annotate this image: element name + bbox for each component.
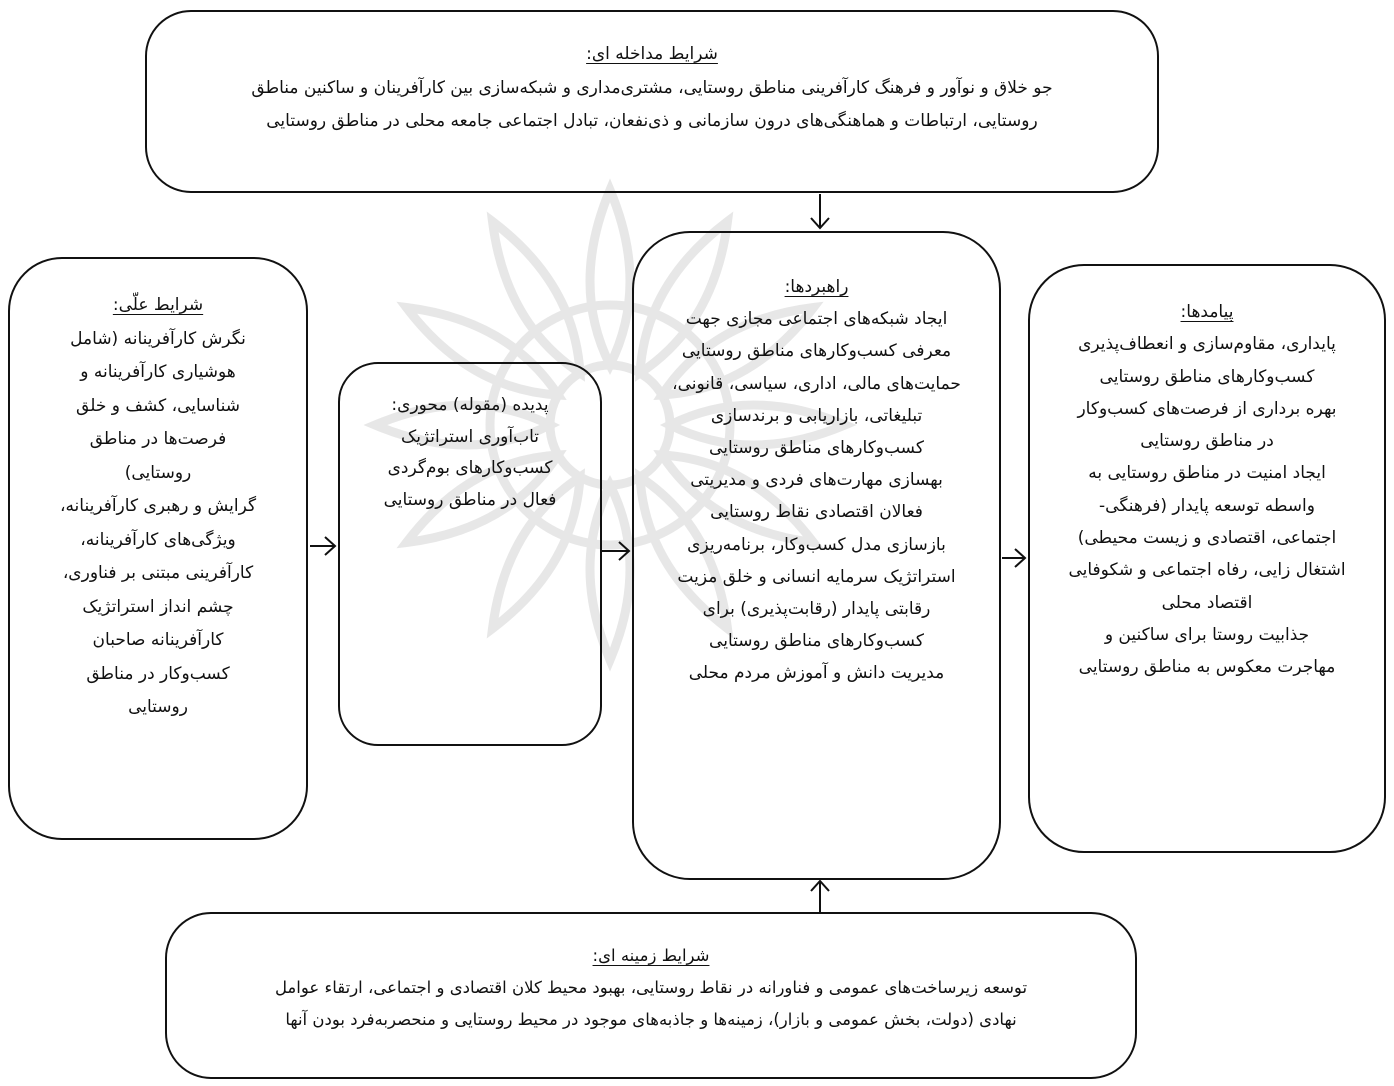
strategies-line: معرفی کسب‌وکارهای مناطق روستایی [681, 341, 952, 362]
strategies-line: حمایت‌های مالی، اداری، سیاسی، قانونی، [672, 373, 961, 394]
intervening-conditions-line: روستایی، ارتباطات و هماهنگی‌های درون ساز… [266, 111, 1038, 131]
causal-conditions-line: هوشیاری کارآفرینانه و [80, 362, 236, 382]
causal-conditions-line: گرایش و رهبری کارآفرینانه، [59, 496, 257, 516]
arrow-strategies-to-outcomes [1002, 548, 1027, 568]
causal-conditions-line: شناسایی، کشف و خلق [76, 395, 240, 416]
outcomes-line: مهاجرت معکوس به مناطق روستایی [1078, 657, 1336, 678]
outcomes-line: بهره برداری از فرصت‌های کسب‌وکار [1077, 398, 1337, 419]
intervening-conditions-box: شرایط مداخله ای: جو خلاق و نوآور و فرهنگ… [145, 10, 1159, 193]
causal-conditions-box: شرایط علّی: نگرش کارآفرینانه (شامل هوشیا… [8, 257, 308, 840]
contextual-conditions-title: شرایط زمینه ای: [592, 946, 710, 965]
strategies-line: تبلیغاتی، بازاریابی و برندسازی [710, 405, 923, 426]
strategies-line: رقابتی پایدار (رقابت‌پذیری) برای [702, 599, 931, 620]
causal-conditions-line: چشم انداز استراتژیک [82, 596, 234, 617]
strategies-box: راهبردها: ایجاد شبکه‌های اجتماعی مجازی ج… [632, 231, 1001, 880]
outcomes-box: پیامدها: پایداری، مقاوم‌سازی و انعطاف‌پذ… [1028, 264, 1386, 853]
causal-conditions-line: روستایی [128, 697, 188, 717]
outcomes-line: ایجاد امنیت در مناطق روستایی به [1088, 463, 1326, 484]
strategies-line: فعالان اقتصادی نقاط روستایی [710, 502, 923, 523]
outcomes-line: جذابیت روستا برای ساکنین و [1104, 624, 1310, 645]
contextual-conditions-line: نهادی (دولت، بخش عمومی و بازار)، زمینه‌ه… [285, 1010, 1017, 1029]
causal-conditions-line: ویژگی‌های کارآفرینانه، [80, 529, 236, 550]
strategies-line: کسب‌وکارهای مناطق روستایی [709, 631, 924, 652]
contextual-conditions-box: شرایط زمینه ای: توسعه زیرساخت‌های عمومی … [165, 912, 1137, 1079]
central-phenomenon-box: پدیده (مقوله) محوری: تاب‌آوری استراتژیک … [338, 362, 602, 746]
central-phenomenon-line: تاب‌آوری استراتژیک [400, 426, 540, 447]
strategies-line: مدیریت دانش و آموزش مردم محلی [688, 663, 945, 684]
causal-conditions-line: فرصت‌ها در مناطق [89, 429, 227, 449]
causal-conditions-line: نگرش کارآفرینانه (شامل [70, 328, 246, 349]
outcomes-line: اشتغال زایی، رفاه اجتماعی و شکوفایی [1068, 560, 1346, 581]
strategies-line: ایجاد شبکه‌های اجتماعی مجازی جهت [685, 309, 948, 330]
arrow-causal-to-phenomenon [310, 536, 337, 556]
causal-conditions-title: شرایط علّی: [112, 295, 204, 315]
strategies-title: راهبردها: [784, 277, 849, 297]
central-phenomenon-line: کسب‌وکارهای بوم‌گردی [387, 458, 553, 478]
strategies-line: کسب‌وکارهای مناطق روستایی [709, 438, 924, 459]
causal-conditions-line: روستایی) [124, 462, 192, 483]
outcomes-line: واسطه توسعه پایدار (فرهنگی- [1099, 495, 1315, 516]
outcomes-line: پایداری، مقاوم‌سازی و انعطاف‌پذیری [1078, 334, 1336, 355]
central-phenomenon-line: فعال در مناطق روستایی [383, 489, 557, 510]
arrow-phenomenon-to-strategies [602, 541, 631, 561]
outcomes-line: اقتصاد محلی [1161, 592, 1253, 613]
central-phenomenon-title: پدیده (مقوله) محوری: [391, 395, 549, 415]
strategies-line: بازسازی مدل کسب‌وکار، برنامه‌ریزی [687, 534, 946, 555]
outcomes-title: پیامدها: [1180, 302, 1234, 322]
outcomes-line: اجتماعی، اقتصادی و زیست محیطی) [1077, 528, 1337, 549]
outcomes-line: کسب‌وکارهای مناطق روستایی [1099, 366, 1315, 387]
strategies-line: استراتژیک سرمایه انسانی و خلق مزیت [677, 566, 956, 587]
causal-conditions-line: کارآفرینانه صاحبان [92, 630, 224, 650]
intervening-conditions-title: شرایط مداخله ای: [586, 44, 718, 64]
outcomes-line: در مناطق روستایی [1140, 431, 1274, 452]
arrow-intervening-to-strategies [810, 194, 830, 230]
contextual-conditions-line: توسعه زیرساخت‌های عمومی و فناورانه در نق… [274, 978, 1028, 997]
causal-conditions-line: کارآفرینی مبتنی بر فناوری، [62, 563, 254, 583]
strategies-line: بهسازی مهارت‌های فردی و مدیریتی [690, 470, 943, 491]
intervening-conditions-line: جو خلاق و نوآور و فرهنگ کارآفرینی مناطق … [251, 77, 1053, 98]
arrow-contextual-to-strategies [810, 879, 830, 914]
causal-conditions-line: کسب‌وکار در مناطق [86, 663, 230, 684]
